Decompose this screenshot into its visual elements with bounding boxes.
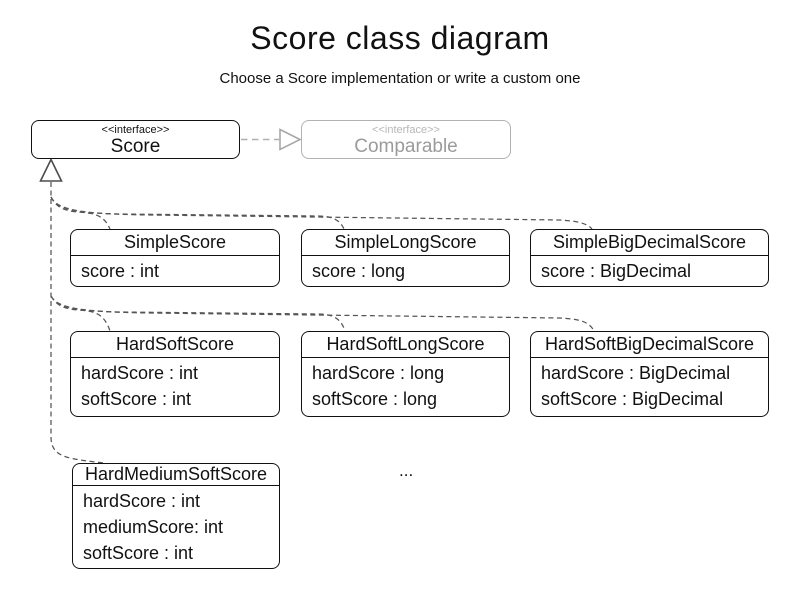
class-attribute: hardScore : BigDecimal xyxy=(541,363,731,383)
class-attribute: softScore : int xyxy=(83,543,194,563)
interface-stereotype: <<interface>> xyxy=(101,124,170,136)
more-implementations-ellipsis: ... xyxy=(399,461,414,480)
class-box-hardsoftlongscore: HardSoftLongScore hardScore : long softS… xyxy=(301,331,510,417)
generalization-edge-hardsoftlongscore xyxy=(50,295,346,332)
class-name: SimpleLongScore xyxy=(302,230,509,256)
class-attribute: hardScore : long xyxy=(312,363,445,383)
generalization-edge-hardmediumsoftscore xyxy=(50,182,105,464)
class-name: SimpleScore xyxy=(71,230,279,256)
interface-name: Score xyxy=(110,136,161,157)
class-box-hardsoftbigdecimalscore: HardSoftBigDecimalScore hardScore : BigD… xyxy=(530,331,769,417)
class-name: HardMediumSoftScore xyxy=(73,464,279,486)
class-attribute: score : int xyxy=(81,261,160,281)
class-box-simplebigdecimalscore: SimpleBigDecimalScore score : BigDecimal xyxy=(530,229,769,287)
realization-arrowhead-icon xyxy=(279,128,302,151)
class-attribute: score : BigDecimal xyxy=(541,261,692,281)
class-attribute: softScore : long xyxy=(312,389,438,409)
page-subtitle: Choose a Score implementation or write a… xyxy=(219,70,581,87)
class-attribute: softScore : int xyxy=(81,389,192,409)
interface-comparable: <<interface>> Comparable xyxy=(301,120,511,159)
class-box-hardsoftscore: HardSoftScore hardScore : int softScore … xyxy=(70,331,280,417)
interface-score: <<interface>> Score xyxy=(31,120,240,159)
class-attribute: mediumScore: int xyxy=(83,517,224,537)
class-name: HardSoftLongScore xyxy=(302,332,509,358)
class-attribute: softScore : BigDecimal xyxy=(541,389,724,409)
class-box-hardmediumsoftscore: HardMediumSoftScore hardScore : int medi… xyxy=(72,463,280,569)
page-title: Score class diagram xyxy=(250,20,550,56)
interface-name: Comparable xyxy=(354,136,458,157)
generalization-edge-simplelongscore xyxy=(50,196,345,230)
class-attribute: score : long xyxy=(312,261,406,281)
generalization-edge-hardsoftscore xyxy=(50,295,111,332)
class-attribute: hardScore : int xyxy=(81,363,199,383)
generalization-arrowhead-icon xyxy=(39,157,63,182)
class-name: HardSoftScore xyxy=(71,332,279,358)
class-box-simplelongscore: SimpleLongScore score : long xyxy=(301,229,510,287)
class-name: SimpleBigDecimalScore xyxy=(531,230,768,256)
class-name: HardSoftBigDecimalScore xyxy=(531,332,768,358)
generalization-edge-simplebigdecimalscore xyxy=(50,196,593,230)
interface-stereotype: <<interface>> xyxy=(372,124,440,136)
class-attribute: hardScore : int xyxy=(83,491,201,511)
class-box-simplescore: SimpleScore score : int xyxy=(70,229,280,287)
generalization-edge-hardsoftbigdecimalscore xyxy=(50,295,595,332)
